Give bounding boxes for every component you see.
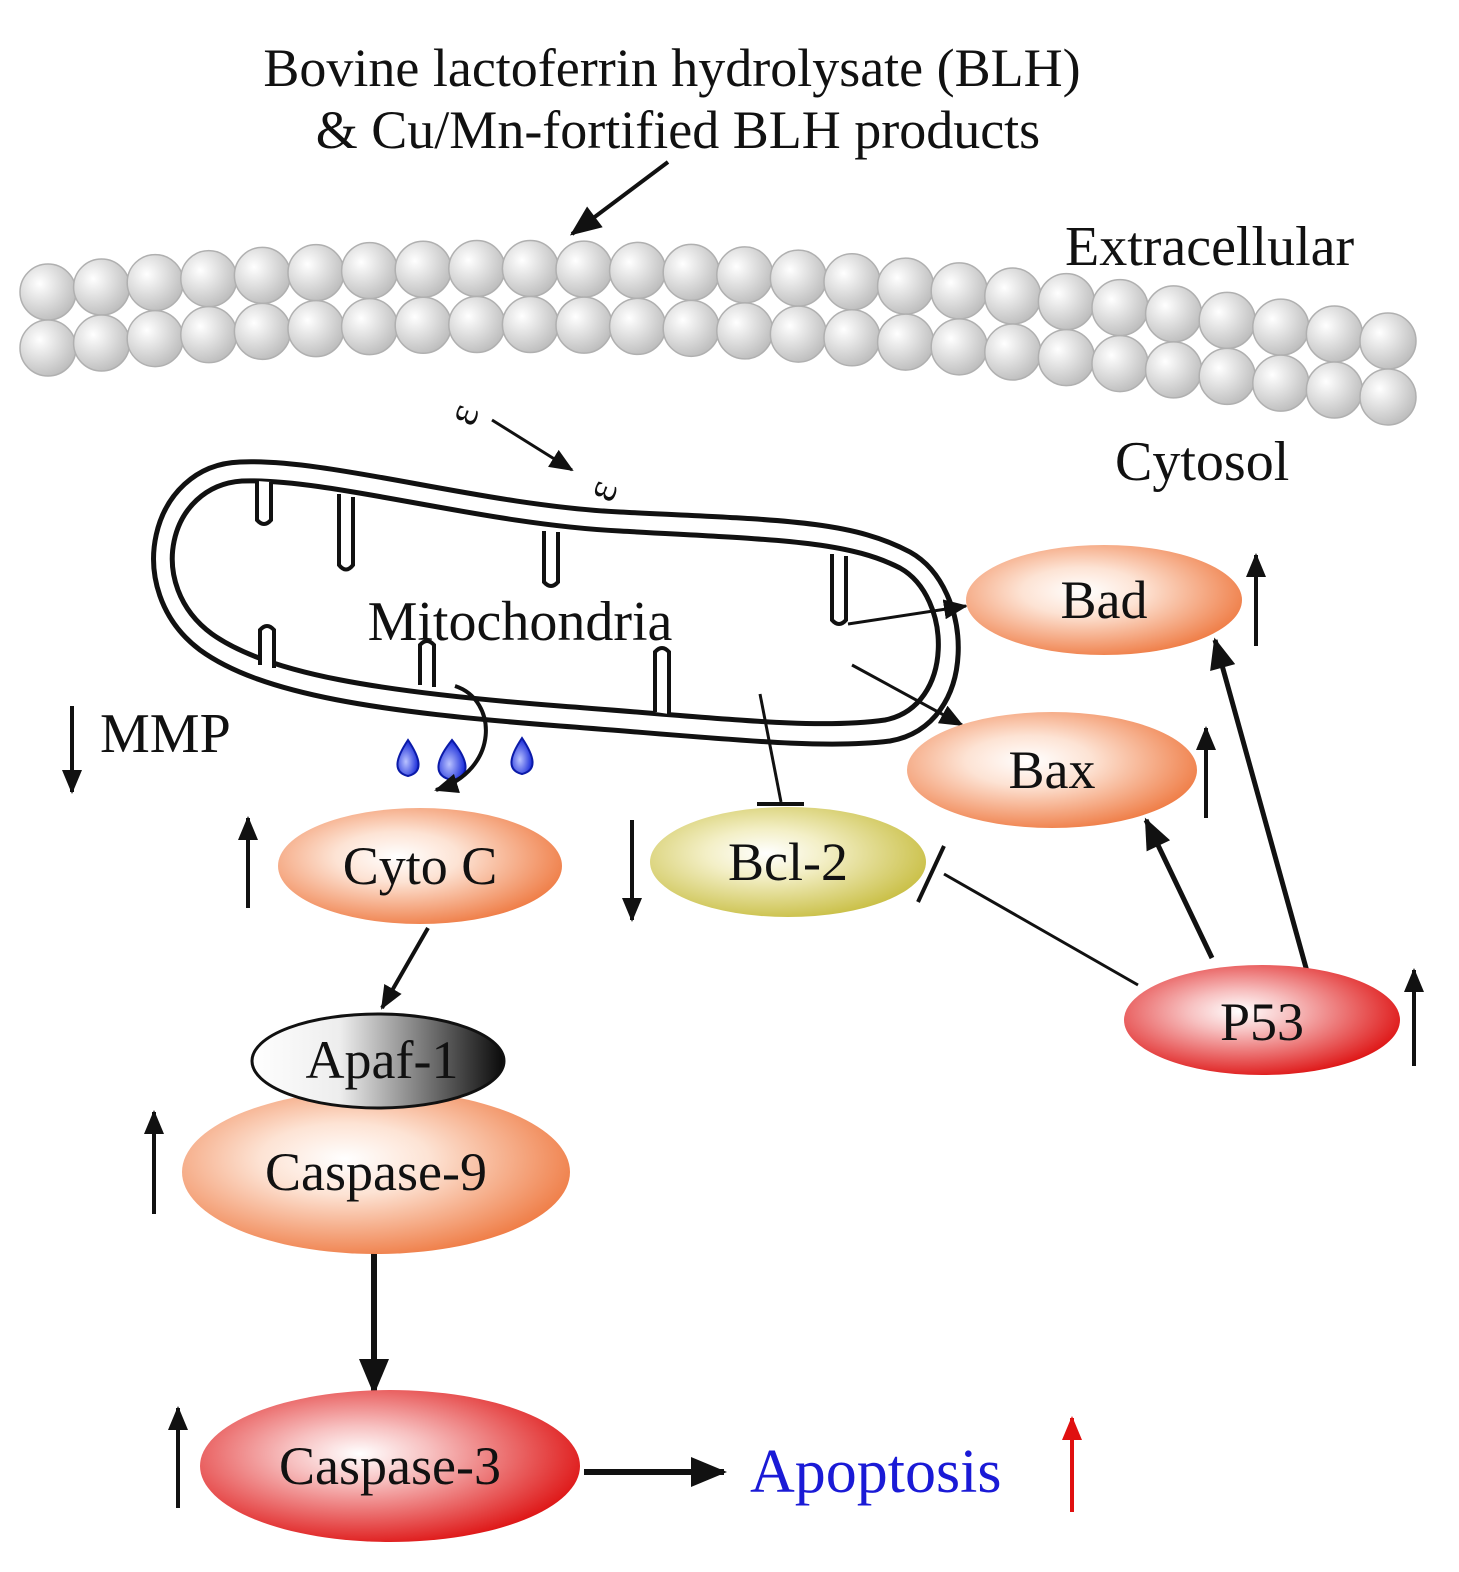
molecule-icon-inside: ε [575,473,627,507]
phospholipid [716,246,774,360]
molecule-icon-outside: ε [436,397,488,431]
extracellular-label: Extracellular [1065,216,1355,278]
phospholipid [662,243,720,358]
phospholipid [1037,272,1096,387]
cyto-c-release-arrow [434,684,488,793]
phospholipid [1144,285,1203,399]
phospholipid [126,253,184,368]
casp3-label: Caspase-3 [279,1436,501,1496]
phospholipid [233,246,292,361]
apoptosis-label: Apoptosis [750,1438,1001,1506]
phospholipid [769,249,828,363]
phospholipid [72,258,131,372]
title-line-1: Bovine lactoferrin hydrolysate (BLH) [263,38,1080,98]
phospholipid [1198,291,1256,406]
phospholipid [876,257,935,371]
phospholipid [19,263,77,377]
cytoc-label: Cyto C [343,836,498,896]
bcl2-node: Bcl-2 [650,807,926,917]
mito-to-bad-arrow [847,599,968,626]
phospholipid [608,241,667,356]
mitochondria-cristae [255,481,848,714]
bax-label: Bax [1009,740,1096,800]
phospholipid [448,239,506,354]
bad-label: Bad [1061,570,1148,630]
bad-node: Bad [966,545,1242,655]
phospholipid [1305,305,1364,419]
cytosol-label: Cytosol [1115,431,1289,493]
phospholipid [930,262,988,376]
title-line-2: & Cu/Mn-fortified BLH products [316,100,1040,160]
mito-to-bax-arrow [851,663,964,727]
cytoc-to-apaf1-arrow [380,927,430,1010]
p53-to-bad-arrow [1210,637,1311,976]
title-to-membrane-arrow [569,160,670,236]
phospholipid [1359,312,1417,426]
cell-membrane-bilayer [19,239,1417,426]
bcl2-inhibition-line [758,693,783,803]
p53-bcl2-inhibition-bar [916,845,946,903]
casp9-label: Caspase-9 [265,1142,487,1202]
phospholipid [340,241,399,356]
phospholipid [555,240,613,354]
phospholipid [180,249,238,364]
phospholipid [1252,298,1310,412]
mitochondria-organelle [151,459,961,747]
bcl2-label: Bcl-2 [728,832,848,892]
p53-to-bax-arrow [1143,817,1215,960]
molecule-entry-arrow [491,418,574,472]
cytochrome-c-release-icon [396,736,534,782]
p53-label: P53 [1220,992,1304,1052]
bax-node: Bax [907,712,1197,828]
cytoc-node: Cyto C [278,808,562,924]
phospholipid [501,239,560,354]
phospholipid [394,240,452,354]
p53-node: P53 [1124,965,1400,1075]
mmp-label: MMP [100,703,231,765]
casp3-node: Caspase-3 [200,1390,580,1542]
phospholipid [1091,278,1149,393]
mitochondria-label: Mitochondria [368,591,673,653]
phospholipid [287,243,345,358]
p53-bcl2-inhibition-line [943,872,1139,987]
apaf1-label: Apaf-1 [306,1030,459,1090]
phospholipid [823,253,881,367]
phospholipid [984,267,1042,381]
casp9-node: Caspase-9 [182,1090,570,1254]
apaf1-node: Apaf-1 [250,1012,506,1110]
